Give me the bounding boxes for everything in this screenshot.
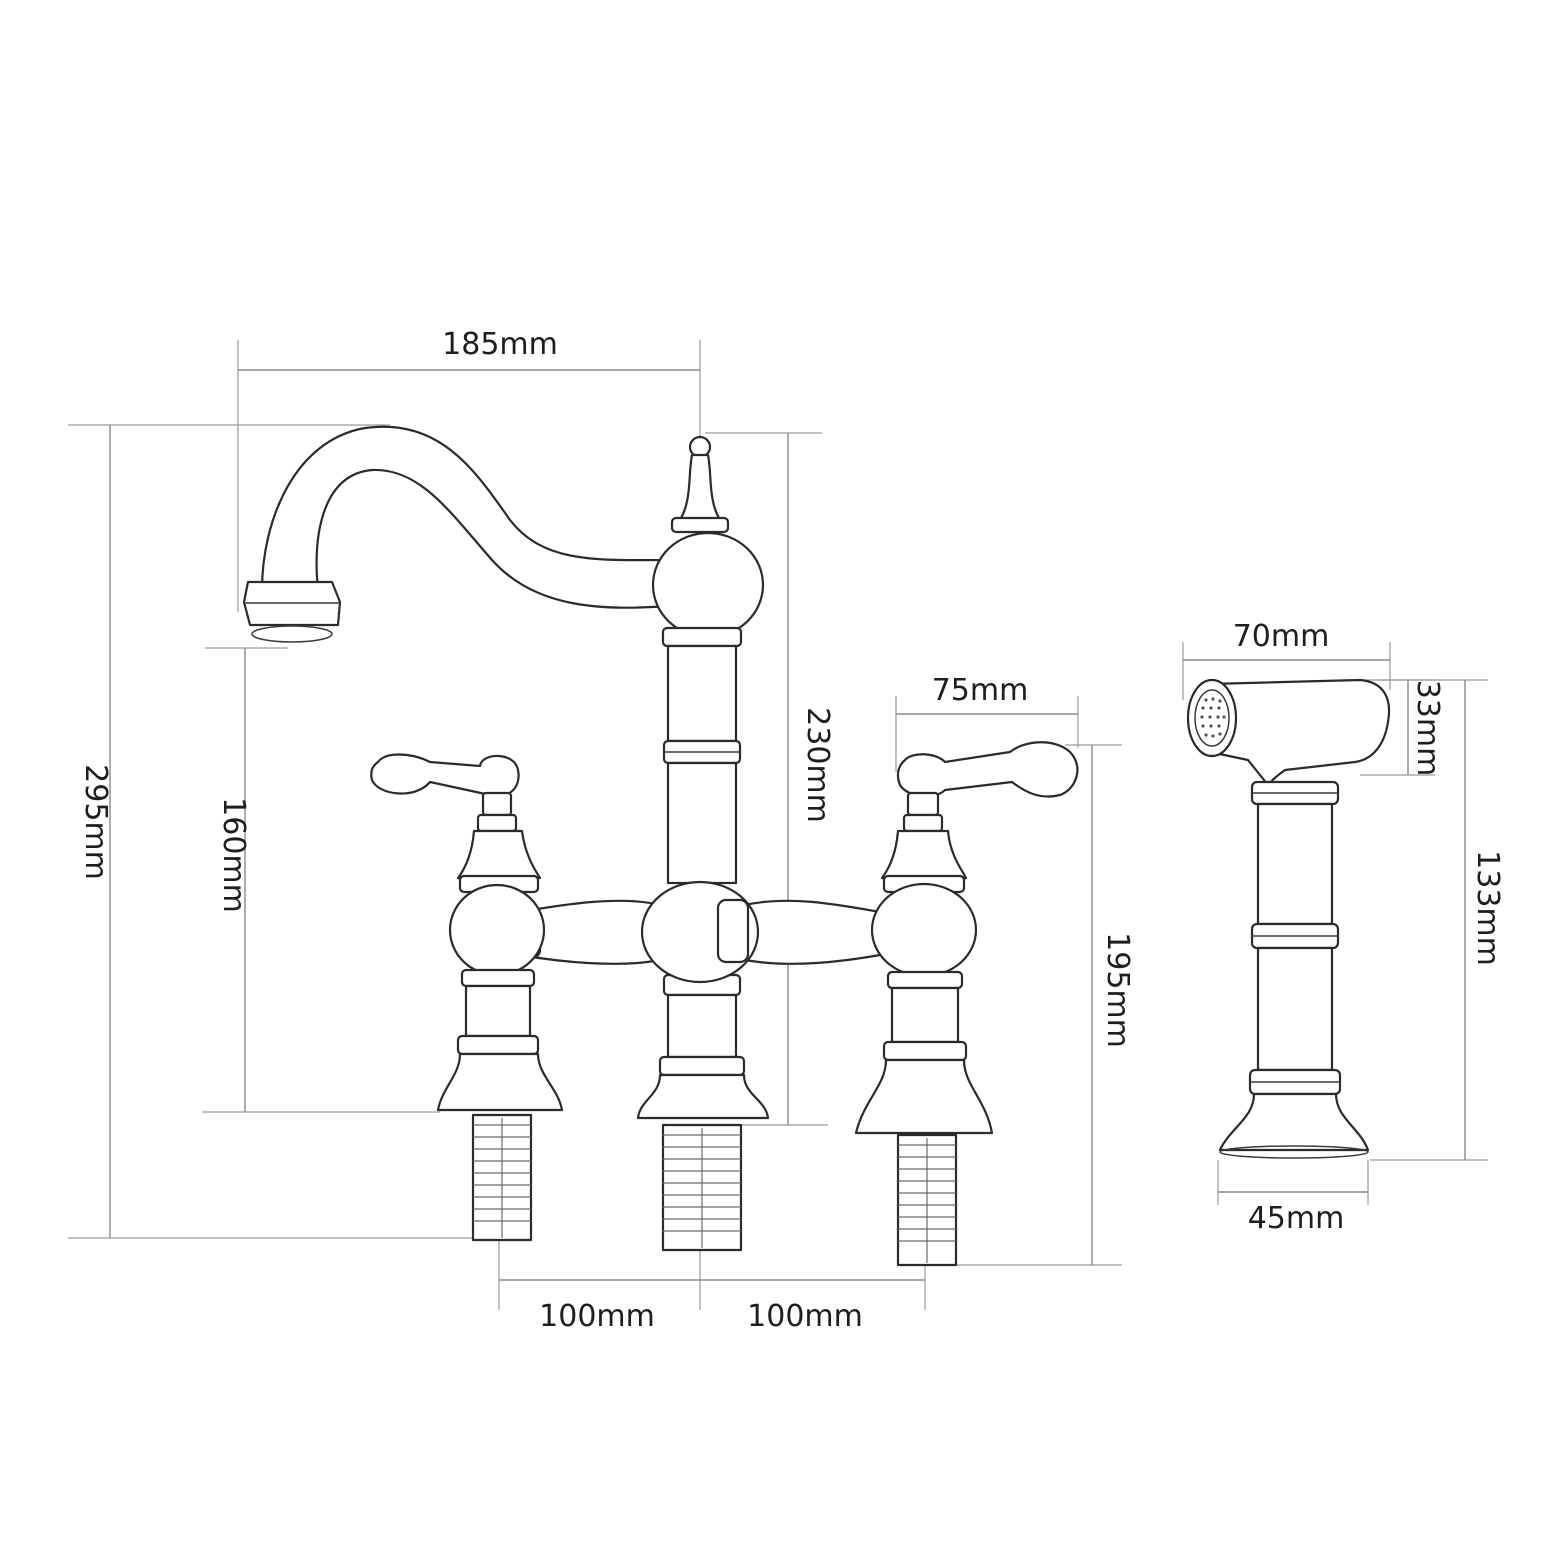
label-total-height: 295mm: [78, 764, 113, 880]
label-sprayer-length: 70mm: [1233, 619, 1330, 654]
threaded-shanks: [471, 1113, 958, 1267]
left-handle: [370, 753, 564, 1112]
nozzle-holes: [1200, 697, 1226, 738]
label-handle-height: 195mm: [1100, 932, 1135, 1048]
right-handle: [854, 741, 1079, 1135]
center-column: [636, 435, 770, 1120]
label-spout-height: 160mm: [216, 797, 251, 913]
label-sprayer-head: 33mm: [1410, 680, 1445, 777]
dimension-lines: [68, 340, 1488, 1310]
bridge: [512, 880, 882, 984]
side-sprayer: [1186, 678, 1391, 1159]
label-body-height: 230mm: [800, 707, 835, 823]
spout: [242, 425, 684, 643]
label-sprayer-height: 133mm: [1470, 850, 1505, 966]
faucet-drawing: [242, 425, 1079, 1267]
label-sprayer-base: 45mm: [1248, 1201, 1345, 1236]
label-spout-reach: 185mm: [442, 327, 558, 362]
dimension-labels: 185mm 295mm 160mm 230mm 75mm 195mm 100mm…: [78, 327, 1505, 1334]
label-spacing-right: 100mm: [747, 1299, 863, 1334]
label-handle-length: 75mm: [932, 673, 1029, 708]
label-spacing-left: 100mm: [539, 1299, 655, 1334]
